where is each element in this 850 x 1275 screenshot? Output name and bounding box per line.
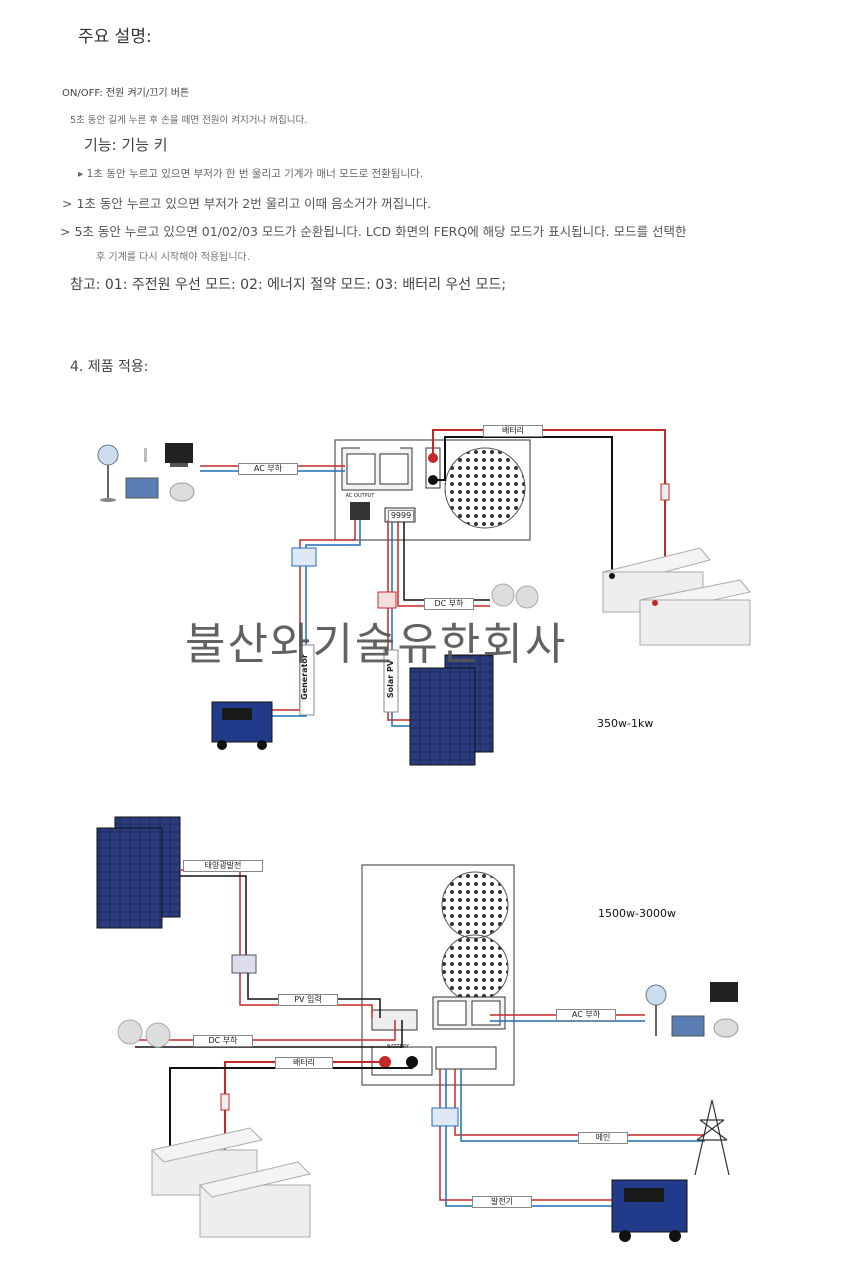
function-bullet-3: > 5초 동안 누르고 있으면 01/02/03 모드가 순환됩니다. LCD … bbox=[60, 224, 687, 239]
generator-icon-2 bbox=[611, 1179, 688, 1242]
function-bullet-1: ▸ 1초 동안 누르고 있으면 부저가 한 번 울리고 기계가 매너 모드로 전… bbox=[78, 168, 424, 180]
dc-load-label-1: DC 부하 bbox=[424, 598, 474, 610]
ac-output-label: AC OUTPUT bbox=[340, 491, 380, 501]
appliances-icon-2 bbox=[645, 982, 739, 1038]
main-grid-label: 메인 bbox=[578, 1132, 628, 1144]
battery-label-1: 배터리 bbox=[483, 425, 543, 437]
diagram-2 bbox=[96, 816, 739, 1242]
pv-input-label: PV 입력 bbox=[278, 994, 338, 1006]
section-heading: 주요 설명: bbox=[78, 27, 152, 47]
battery-bank-1 bbox=[602, 547, 751, 646]
onoff-description: ON/OFF: 전원 켜기/끄기 버튼 bbox=[62, 88, 190, 99]
diagram1-caption: 350w-1kw bbox=[597, 717, 654, 730]
battery-terminal-label: BATTERY bbox=[387, 1044, 409, 1050]
diagram2-caption: 1500w-3000w bbox=[598, 907, 676, 920]
function-bullet-2: > 1초 동안 누르고 있으면 부저가 2번 울리고 이때 음소거가 꺼집니다. bbox=[62, 196, 432, 211]
ac-input bbox=[350, 502, 370, 520]
solar-label-2: 태양광발전 bbox=[183, 860, 263, 872]
solar-panel-front bbox=[409, 667, 476, 766]
fan-grille bbox=[444, 447, 526, 529]
dc-load-label-2: DC 부하 bbox=[193, 1035, 253, 1047]
application-heading: 4. 제품 적용: bbox=[70, 359, 149, 375]
onoff-detail: 5초 동안 길게 누른 후 손을 떼면 전원이 켜지거나 꺼집니다. bbox=[70, 115, 308, 126]
lcd-readout: 9999 bbox=[388, 510, 414, 522]
mode-note: 참고: 01: 주전원 우선 모드: 02: 에너지 절약 모드: 03: 배터… bbox=[70, 277, 507, 293]
function-bullet-3-cont: 후 기계를 다시 시작해야 적용됩니다. bbox=[96, 252, 250, 263]
generator-label-2: 발전기 bbox=[472, 1196, 532, 1208]
ac-load-label-2: AC 부하 bbox=[556, 1009, 616, 1021]
battery-label-2: 배터리 bbox=[275, 1057, 333, 1069]
solar-panel-2b bbox=[96, 827, 163, 929]
ac-load-label-1: AC 부하 bbox=[238, 463, 298, 475]
diagram-1 bbox=[97, 429, 751, 766]
transmission-tower-icon bbox=[694, 1099, 730, 1176]
generator-icon-1 bbox=[211, 701, 273, 750]
company-watermark: 불산와기술유한회사 bbox=[185, 619, 568, 670]
appliances-icon bbox=[97, 443, 195, 502]
battery-bank-2 bbox=[151, 1127, 311, 1238]
function-key-title: 기능: 기능 키 bbox=[84, 136, 168, 154]
